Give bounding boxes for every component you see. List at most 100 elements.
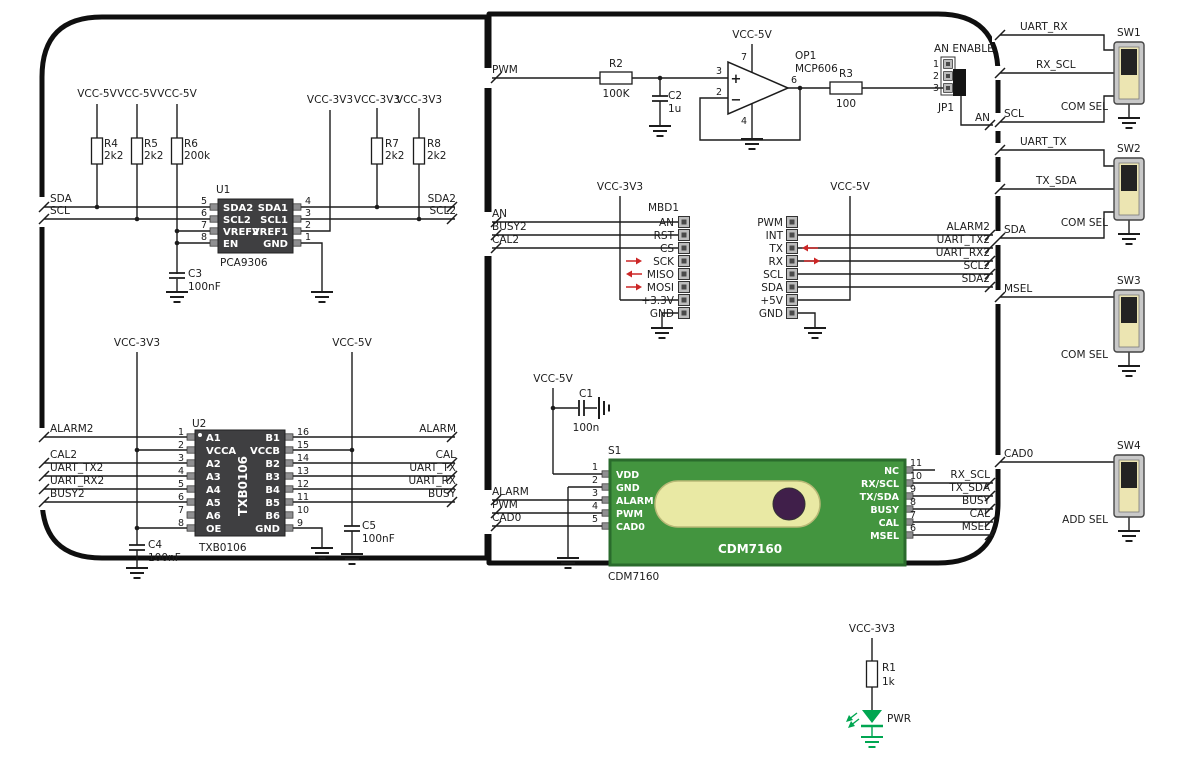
u1-pin-name: SCL2 (223, 215, 251, 226)
led-symbol (862, 710, 882, 723)
sck-arrow-icon (636, 257, 642, 265)
net-label-rx-scl: RX_SCL (1036, 59, 1076, 71)
u1-chip (209, 198, 302, 254)
sw1-ref: SW1 (1117, 27, 1141, 39)
u1-body (217, 198, 294, 254)
u2-body (194, 429, 286, 537)
s1-pin-number: 6 (910, 523, 916, 534)
resistor-r5-value: 2k2 (144, 150, 163, 162)
power-label-vcc3v3: VCC-3V3 (849, 623, 895, 635)
resistor-r1-value: 1k (882, 676, 896, 688)
mbd1-pin-name: GND (759, 308, 783, 320)
led-arrow-head (848, 721, 855, 728)
s1-pin-name: CAD0 (616, 522, 645, 533)
u2-pin-number: 4 (178, 466, 184, 477)
sw4-function-label: ADD SEL (1062, 514, 1108, 526)
u1-pin-number: 2 (305, 220, 311, 231)
u2-part-vertical: TXB0106 (236, 456, 250, 516)
u2-pin-name: B3 (265, 472, 280, 483)
mbd1-pin-name: +3.3V (641, 295, 674, 307)
s1-pin-name: MSEL (870, 531, 899, 542)
u2-pin-number: 15 (297, 440, 309, 451)
u2-chip (186, 429, 294, 537)
s1-part-label: CDM7160 (608, 571, 659, 583)
sw3-switch (1113, 289, 1145, 353)
resistor-r3-ref: R3 (839, 68, 853, 80)
u2-pin-number: 14 (297, 453, 309, 464)
mbd1-pin-name: TX (768, 243, 783, 255)
resistor-r1-ref: R1 (882, 662, 896, 674)
u2-pin-name: VCCA (206, 446, 236, 457)
net-label-uart-rx2: UART_RX2 (50, 475, 104, 487)
power-label-vcc5v: VCC-5V (77, 88, 117, 100)
s1-pin-number: 2 (592, 475, 598, 486)
tx-arrow-icon (802, 244, 808, 252)
net-label-sda2: SDA2 (428, 193, 456, 205)
s1-pin-number: 7 (910, 510, 916, 521)
u1-pin-name: VREF1 (252, 227, 288, 238)
s1-pin-number: 8 (910, 497, 916, 508)
capacitor-c4-ref: C4 (148, 539, 162, 551)
u1-pin-number: 1 (305, 232, 311, 243)
jp1-title: AN ENABLE (934, 43, 994, 55)
led-arrow-head (846, 715, 853, 722)
mbd1-pin-name: RX (769, 256, 784, 268)
jp1-pin-number: 1 (933, 59, 939, 70)
u2-pin1-marker (198, 433, 202, 437)
power-label-vcc3v3: VCC-3V3 (114, 337, 160, 349)
capacitor-c3-value: 100nF (188, 281, 221, 293)
wires-s1-section (492, 388, 993, 558)
resistor-r2-value: 100K (603, 88, 631, 100)
net-label-busy2: BUSY2 (492, 221, 527, 233)
opamp-symbol (727, 60, 790, 116)
sw1-function-label: COM SEL (1061, 101, 1108, 113)
net-label-uart-tx2: UART_TX2 (937, 234, 990, 246)
wires (44, 34, 1130, 710)
resistor-r2 (599, 71, 633, 85)
junction-dots (94, 75, 803, 531)
mbd1-pin-name: AN (659, 217, 674, 229)
u2-pin-name: B5 (265, 498, 280, 509)
resistor-r5 (130, 137, 144, 165)
net-label-uart-tx: UART_TX (409, 462, 456, 474)
opamp-pin-number: 3 (716, 66, 722, 77)
resistor-r5-ref: R5 (144, 138, 158, 150)
net-label-alarm: ALARM (492, 486, 529, 498)
opamp-pin-number: 4 (741, 116, 747, 127)
jp1-jumper (940, 56, 966, 96)
net-label-uart-rx: UART_RX (1020, 21, 1068, 33)
u1-part: PCA9306 (220, 257, 268, 269)
resistor-r7-value: 2k2 (385, 150, 404, 162)
mbd1-pin-name: SDA (761, 282, 784, 294)
s1-pin-name: ALARM (616, 496, 654, 507)
net-label-uart-tx2: UART_TX2 (50, 462, 103, 474)
capacitor-c5-ref: C5 (362, 520, 376, 532)
miso-arrow-icon (626, 270, 632, 278)
u2-pin-number: 3 (178, 453, 184, 464)
opamp-ref: OP1 (795, 50, 816, 62)
mbd1-pin-name: +5V (760, 295, 783, 307)
s1-pin-name: TX/SDA (860, 492, 900, 503)
signal-direction-arrows (626, 244, 820, 291)
capacitor-c4-value: 100nF (148, 552, 181, 564)
net-label-pwm: PWM (492, 499, 518, 511)
u2-pin-name: A5 (206, 498, 221, 509)
u1-pin-number: 7 (201, 220, 207, 231)
net-label-scl: SCL (1004, 108, 1024, 120)
mosi-arrow-icon (636, 283, 642, 291)
mbd1-pin-name: GND (650, 308, 674, 320)
u1-pin-name: VREF2 (223, 227, 259, 238)
pwr-led (846, 710, 884, 748)
s1-pin-name: PWM (616, 509, 643, 520)
u2-pin-number: 9 (297, 518, 303, 529)
power-label-vcc5v: VCC-5V (830, 181, 870, 193)
u2-pin-name: A4 (206, 485, 221, 496)
u1-pin-name: EN (223, 239, 238, 250)
sw2-ref: SW2 (1117, 143, 1141, 155)
net-label-busy: BUSY (428, 488, 457, 500)
net-label-alarm2: ALARM2 (947, 221, 991, 233)
u2-pin-name: VCCB (250, 446, 280, 457)
resistor-r4 (90, 137, 104, 165)
power-label-vcc3v3: VCC-3V3 (396, 94, 442, 106)
